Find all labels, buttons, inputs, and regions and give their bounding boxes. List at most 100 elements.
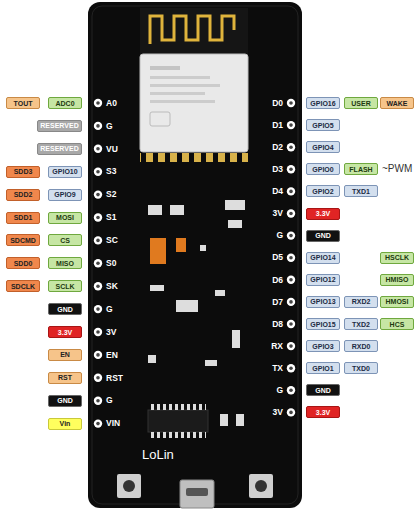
pin-holes-part bbox=[287, 143, 295, 151]
usb-chip-part bbox=[150, 432, 206, 438]
components-part bbox=[228, 220, 242, 228]
pin-name: D5 bbox=[272, 253, 283, 262]
esp-module-part bbox=[150, 66, 180, 70]
gpio-tag: GPIO0 bbox=[306, 163, 340, 175]
pin-holes-part bbox=[289, 366, 293, 370]
function-tag: CS bbox=[48, 234, 82, 246]
pin-holes-part bbox=[96, 124, 100, 128]
components-part bbox=[148, 355, 156, 363]
pin-function: RESERVED bbox=[40, 145, 78, 152]
sd-tag: SDCMD bbox=[6, 234, 40, 246]
esp-module-part bbox=[150, 84, 220, 87]
pin-function: MOSI bbox=[56, 214, 74, 221]
gpio-tag: TXD2 bbox=[344, 318, 378, 330]
function-tag: FLASH bbox=[344, 163, 378, 175]
pin-holes-part bbox=[287, 320, 295, 328]
gpio-tag: GPIO3 bbox=[306, 340, 340, 352]
esp-module-part bbox=[150, 92, 205, 95]
pin-name: S2 bbox=[106, 190, 116, 199]
pin-holes-part bbox=[289, 411, 293, 415]
components-part bbox=[170, 205, 184, 215]
pin-name: D7 bbox=[272, 298, 283, 307]
pin-function: EN bbox=[60, 351, 70, 358]
gpio-tag: GPIO10 bbox=[48, 166, 82, 178]
pin-function: HMISO bbox=[386, 276, 409, 283]
usb-chip bbox=[148, 404, 244, 438]
pin-holes-part bbox=[289, 190, 293, 194]
pin-function: GPIO0 bbox=[312, 166, 333, 173]
components bbox=[148, 200, 245, 366]
pin-name: S3 bbox=[106, 167, 116, 176]
pin-function: GPIO13 bbox=[310, 298, 335, 305]
gpio-tag: RXD0 bbox=[344, 340, 378, 352]
pin-name: S0 bbox=[106, 259, 116, 268]
pin-function: HCS bbox=[390, 321, 405, 328]
pin-holes-part bbox=[289, 278, 293, 282]
pin-function: GPIO12 bbox=[310, 276, 335, 283]
pwm-note: ~PWM bbox=[382, 164, 412, 174]
buttons-part bbox=[249, 474, 273, 498]
components-part bbox=[200, 245, 206, 251]
pin-holes-part bbox=[287, 342, 295, 350]
pin-holes-part bbox=[289, 389, 293, 393]
pin-holes-part bbox=[96, 239, 100, 243]
pin-holes-part bbox=[289, 234, 293, 238]
pin-function: RST bbox=[58, 374, 72, 381]
components-part bbox=[225, 200, 245, 210]
usb-port-part bbox=[180, 480, 214, 508]
usb-chip-part bbox=[150, 404, 206, 410]
pin-function: USER bbox=[351, 100, 370, 107]
esp-module-part bbox=[150, 76, 210, 79]
pin-function: FLASH bbox=[349, 166, 372, 173]
pin-name: G bbox=[106, 305, 113, 314]
function-tag: SCLK bbox=[48, 280, 82, 292]
pin-holes-part bbox=[289, 101, 293, 105]
usb-chip-part bbox=[148, 410, 208, 432]
pin-function: GPIO1 bbox=[312, 365, 333, 372]
sd-tag: SDCLK bbox=[6, 280, 40, 292]
pin-holes-part bbox=[287, 386, 295, 394]
power-tag: 3.3V bbox=[306, 406, 340, 418]
pin-name: 3V bbox=[273, 408, 283, 417]
pin-holes-part bbox=[287, 254, 295, 262]
pin-function: GPIO4 bbox=[312, 144, 333, 151]
pin-function: TXD1 bbox=[352, 188, 370, 195]
pin-holes-part bbox=[96, 216, 100, 220]
gpio-tag: TXD1 bbox=[344, 185, 378, 197]
pin-function: GPIO14 bbox=[310, 254, 335, 261]
ground-tag: GND bbox=[48, 303, 82, 315]
gpio-tag: GPIO12 bbox=[306, 274, 340, 286]
usb-chip-part bbox=[220, 414, 228, 426]
buttons-part bbox=[123, 480, 135, 492]
pin-function: GND bbox=[57, 397, 73, 404]
pin-holes-part bbox=[94, 397, 102, 405]
pin-function: SDD0 bbox=[14, 260, 33, 267]
buttons-part bbox=[117, 474, 141, 498]
pin-function: SDCLK bbox=[11, 283, 35, 290]
pin-holes-part bbox=[289, 145, 293, 149]
pin-function: GND bbox=[315, 387, 331, 394]
pin-holes-part bbox=[94, 328, 102, 336]
components-part bbox=[232, 330, 240, 348]
pin-holes-part bbox=[287, 231, 295, 239]
pin-holes-part bbox=[287, 187, 295, 195]
gpio-tag: GPIO16 bbox=[306, 97, 340, 109]
function-tag: HMISO bbox=[380, 274, 414, 286]
pin-function: HMOSI bbox=[386, 298, 409, 305]
usb-chip-part bbox=[236, 414, 244, 426]
gpio-tag: RXD2 bbox=[344, 296, 378, 308]
pin-holes bbox=[94, 99, 295, 428]
pin-holes-part bbox=[94, 190, 102, 198]
reserved-tag: RESERVED bbox=[37, 143, 82, 155]
pin-holes-part bbox=[94, 99, 102, 107]
pcb bbox=[88, 2, 302, 508]
pin-holes-part bbox=[289, 256, 293, 260]
pin-holes-part bbox=[94, 122, 102, 130]
function-tag: MOSI bbox=[48, 212, 82, 224]
gpio-tag: GPIO14 bbox=[306, 252, 340, 264]
pin-holes-part bbox=[287, 364, 295, 372]
pin-name: D4 bbox=[272, 187, 283, 196]
pin-function: GPIO2 bbox=[312, 188, 333, 195]
pin-function: GND bbox=[57, 306, 73, 313]
